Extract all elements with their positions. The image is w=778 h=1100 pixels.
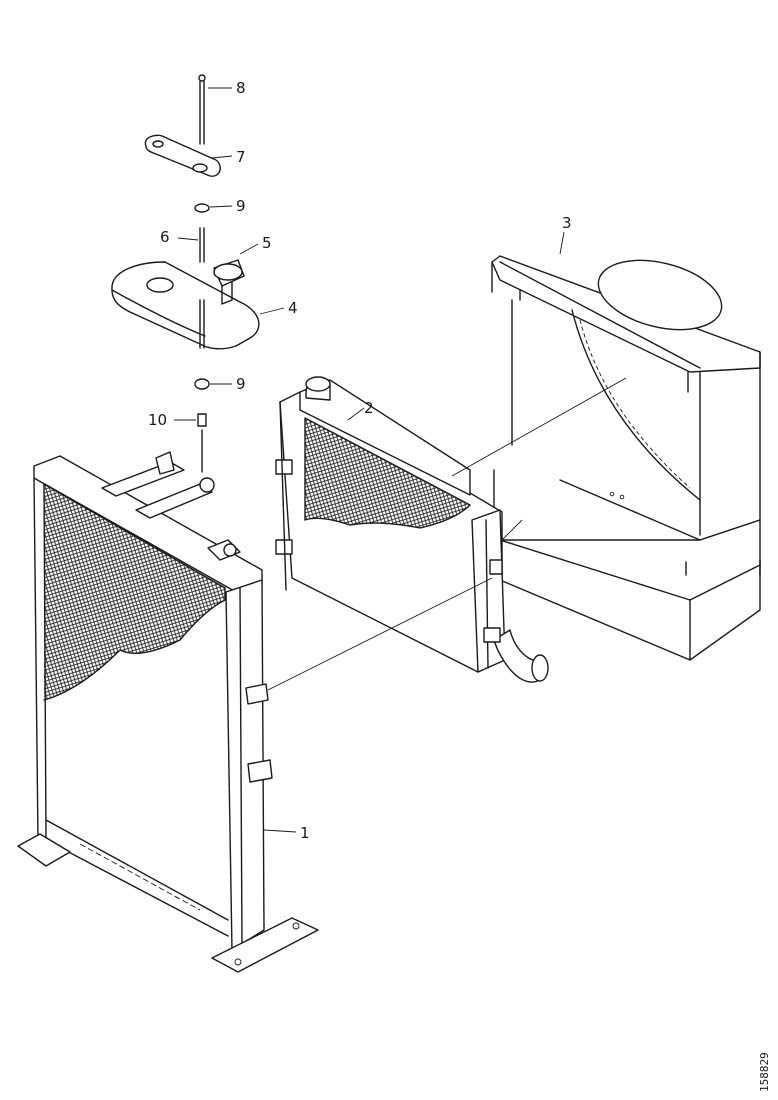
assembly-lines — [267, 377, 627, 691]
expansion-tank-part — [111, 259, 260, 350]
callout-6: 6 — [160, 228, 170, 246]
callout-9-bottom: 9 — [236, 375, 246, 393]
intercooler-part — [275, 376, 549, 683]
fan-shroud-part — [491, 255, 761, 661]
callout-leaders — [174, 87, 565, 833]
callout-5: 5 — [262, 234, 272, 252]
callout-10: 10 — [148, 411, 167, 429]
callout-9-top: 9 — [236, 197, 246, 215]
callout-3: 3 — [562, 214, 572, 232]
callout-1: 1 — [300, 824, 310, 842]
callout-7: 7 — [236, 148, 246, 166]
fastener-stack — [144, 74, 221, 473]
document-id: 158829 — [758, 1052, 771, 1092]
callout-2: 2 — [364, 399, 374, 417]
callout-4: 4 — [288, 299, 298, 317]
callout-8: 8 — [236, 79, 246, 97]
radiator-part — [17, 451, 319, 973]
